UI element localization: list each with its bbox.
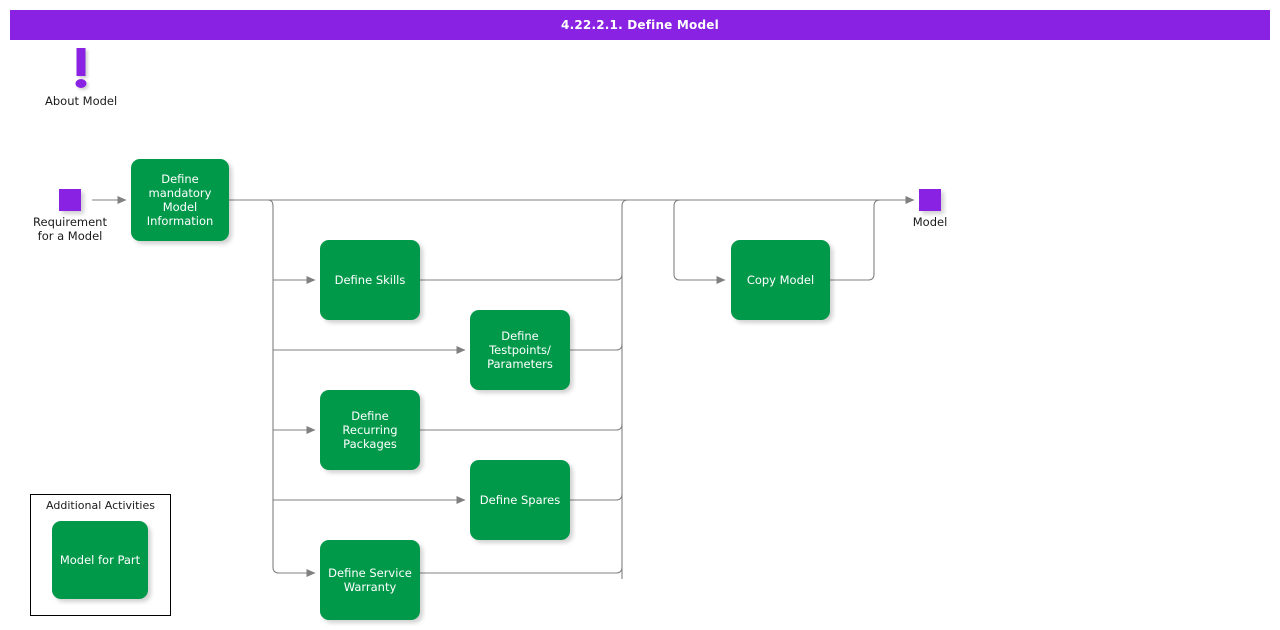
node-label: Define Service Warranty	[328, 566, 412, 594]
node-define-skills[interactable]: Define Skills	[320, 240, 420, 320]
node-label: Define Spares	[479, 493, 561, 507]
node-label: Define Recurring Packages	[342, 409, 398, 451]
terminal-requirement-label: Requirement for a Model	[33, 215, 107, 243]
node-define-recurring-packages[interactable]: Define Recurring Packages	[320, 390, 420, 470]
node-define-mandatory-model-information[interactable]: Define mandatory Model Information	[131, 159, 229, 241]
node-copy-model[interactable]: Copy Model	[731, 240, 830, 320]
node-define-service-warranty[interactable]: Define Service Warranty	[320, 540, 420, 620]
exclamation-dot	[75, 79, 87, 88]
node-label: Define Testpoints/ Parameters	[487, 329, 553, 371]
node-label: Copy Model	[746, 273, 815, 287]
terminal-model-label: Model	[912, 215, 948, 229]
node-label: Define mandatory Model Information	[146, 172, 214, 228]
node-define-spares[interactable]: Define Spares	[470, 460, 570, 540]
node-define-testpoints-parameters[interactable]: Define Testpoints/ Parameters	[470, 310, 570, 390]
additional-activities-group: Additional Activities Model for Part	[30, 494, 171, 616]
exclamation-bar	[76, 48, 86, 76]
window-title-bar: 4.22.2.1. Define Model	[10, 10, 1270, 40]
page-title: 4.22.2.1. Define Model	[561, 18, 719, 32]
about-model-label: About Model	[45, 94, 118, 108]
node-label: Model for Part	[59, 553, 141, 567]
about-model-note[interactable]: About Model	[45, 48, 117, 108]
terminal-requirement-label-line2: for a Model	[37, 229, 103, 243]
node-model-for-part[interactable]: Model for Part	[52, 521, 148, 599]
terminal-requirement-for-a-model[interactable]: Requirement for a Model	[33, 189, 107, 243]
exclamation-icon	[45, 48, 117, 92]
terminal-square-icon	[59, 189, 81, 211]
terminal-model[interactable]: Model	[913, 189, 947, 229]
additional-activities-title: Additional Activities	[46, 499, 155, 512]
node-label: Define Skills	[334, 273, 406, 287]
terminal-requirement-label-line1: Requirement	[33, 215, 107, 229]
terminal-square-icon	[919, 189, 941, 211]
